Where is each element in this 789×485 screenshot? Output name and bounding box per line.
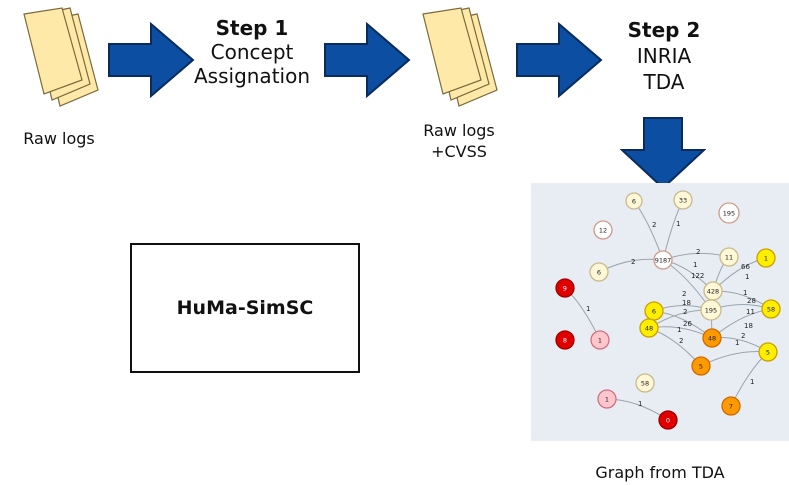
graph-node	[555, 330, 575, 350]
graph-edge-label: 1	[693, 261, 697, 269]
graph-edge-label: 1	[750, 378, 754, 386]
graph-edge-label: 26	[683, 320, 692, 328]
graph-node	[639, 318, 659, 338]
graph-node	[761, 299, 781, 319]
huma-simsc-box: HuMa-SimSC	[130, 243, 360, 373]
graph-node-label: 1	[605, 396, 609, 404]
graph-edge-label: 1	[677, 326, 681, 334]
graph-edge-label: 1	[676, 220, 680, 228]
graph-node	[593, 220, 613, 240]
graph-edge-label: 18	[682, 299, 691, 307]
graph-node	[653, 250, 673, 270]
graph-node-label: 428	[707, 288, 719, 296]
graph-node-label: 12	[599, 227, 607, 235]
graph-node-label: 195	[705, 307, 717, 315]
graph-edge-label: 2	[679, 337, 683, 345]
graph-edge-label: 2	[741, 332, 745, 340]
graph-node-label: 7	[729, 403, 733, 411]
step2-line2: TDA	[643, 70, 685, 94]
huma-simsc-label: HuMa-SimSC	[176, 297, 314, 319]
graph-node-label: 9	[563, 285, 567, 293]
graph-node-label: 6	[597, 269, 601, 277]
raw-logs-label: Raw logs	[23, 129, 95, 148]
graph-edge-label: 1	[743, 289, 747, 297]
graph-edge-label: 28	[747, 297, 756, 305]
graph-node	[700, 299, 722, 321]
graph-node-label: 48	[708, 335, 716, 343]
graph-node	[625, 192, 643, 210]
graph-node-label: 1	[764, 255, 768, 263]
graph-node	[718, 202, 740, 224]
step2-title: Step 2	[627, 18, 701, 42]
arrow-down-icon	[620, 117, 706, 190]
step1-line1: Concept	[210, 40, 294, 64]
graph-edge-label: 2	[631, 258, 635, 266]
graph-node	[589, 262, 609, 282]
raw-logs-cvss-line2: +CVSS	[431, 142, 487, 161]
graph-edge-label: 1	[735, 339, 739, 347]
graph-edge	[648, 327, 702, 367]
step1-title: Step 1	[215, 16, 289, 40]
graph-node	[673, 190, 693, 210]
graph-caption: Graph from TDA	[595, 463, 725, 482]
graph-edge-label: 1	[586, 305, 590, 313]
arrow-right-icon	[516, 22, 603, 98]
graph-node-label: 11	[725, 254, 733, 262]
graph-node-label: 8	[563, 337, 567, 345]
graph-node	[597, 389, 617, 409]
graph-edge-label: 2	[696, 248, 700, 256]
graph-edge-label: 1	[638, 400, 642, 408]
graph-edge	[700, 351, 769, 367]
graph-node-label: 6	[632, 198, 636, 206]
graph-edge-label: 11	[746, 308, 755, 316]
graph-node	[658, 410, 678, 430]
graph-edge	[633, 200, 664, 261]
graph-node-label: 195	[723, 210, 735, 218]
graph-node-label: 1	[598, 337, 602, 345]
graph-node	[590, 330, 610, 350]
graph-node	[758, 342, 778, 362]
graph-node-label: 58	[641, 380, 649, 388]
graph-edge-label: 18	[744, 322, 753, 330]
graph-edge-label: 1	[745, 273, 749, 281]
graph-node-label: 33	[679, 197, 687, 205]
raw-logs-document-icon	[23, 7, 99, 107]
graph-node-label: 58	[767, 306, 775, 314]
graph-node-label: 5	[699, 363, 703, 371]
graph-node-label: 9187	[655, 257, 672, 265]
graph-node	[719, 247, 739, 267]
graph-node	[721, 396, 741, 416]
raw-logs-cvss-line1: Raw logs	[423, 121, 495, 140]
graph-node-label: 5	[766, 349, 770, 357]
graph-node-label: 0	[666, 417, 670, 425]
graph-node	[756, 248, 776, 268]
arrow-right-icon	[324, 22, 411, 98]
graph-edge-label: 66	[741, 263, 750, 271]
graph-edge-label: 2	[682, 290, 686, 298]
step2-line1: INRIA	[636, 44, 692, 68]
graph-node	[691, 356, 711, 376]
graph-node-label: 48	[645, 325, 653, 333]
graph-node-label: 6	[652, 308, 656, 316]
graph-edge-label: 2	[683, 308, 687, 316]
step1-line2: Assignation	[193, 64, 310, 88]
raw-logs-cvss-document-icon	[422, 7, 498, 107]
graph-node	[555, 278, 575, 298]
graph-node	[635, 373, 655, 393]
graph-edge-label: 122	[691, 272, 704, 280]
graph-node	[702, 328, 722, 348]
graph-edge-label: 2	[652, 221, 656, 229]
arrow-right-icon	[108, 22, 195, 98]
